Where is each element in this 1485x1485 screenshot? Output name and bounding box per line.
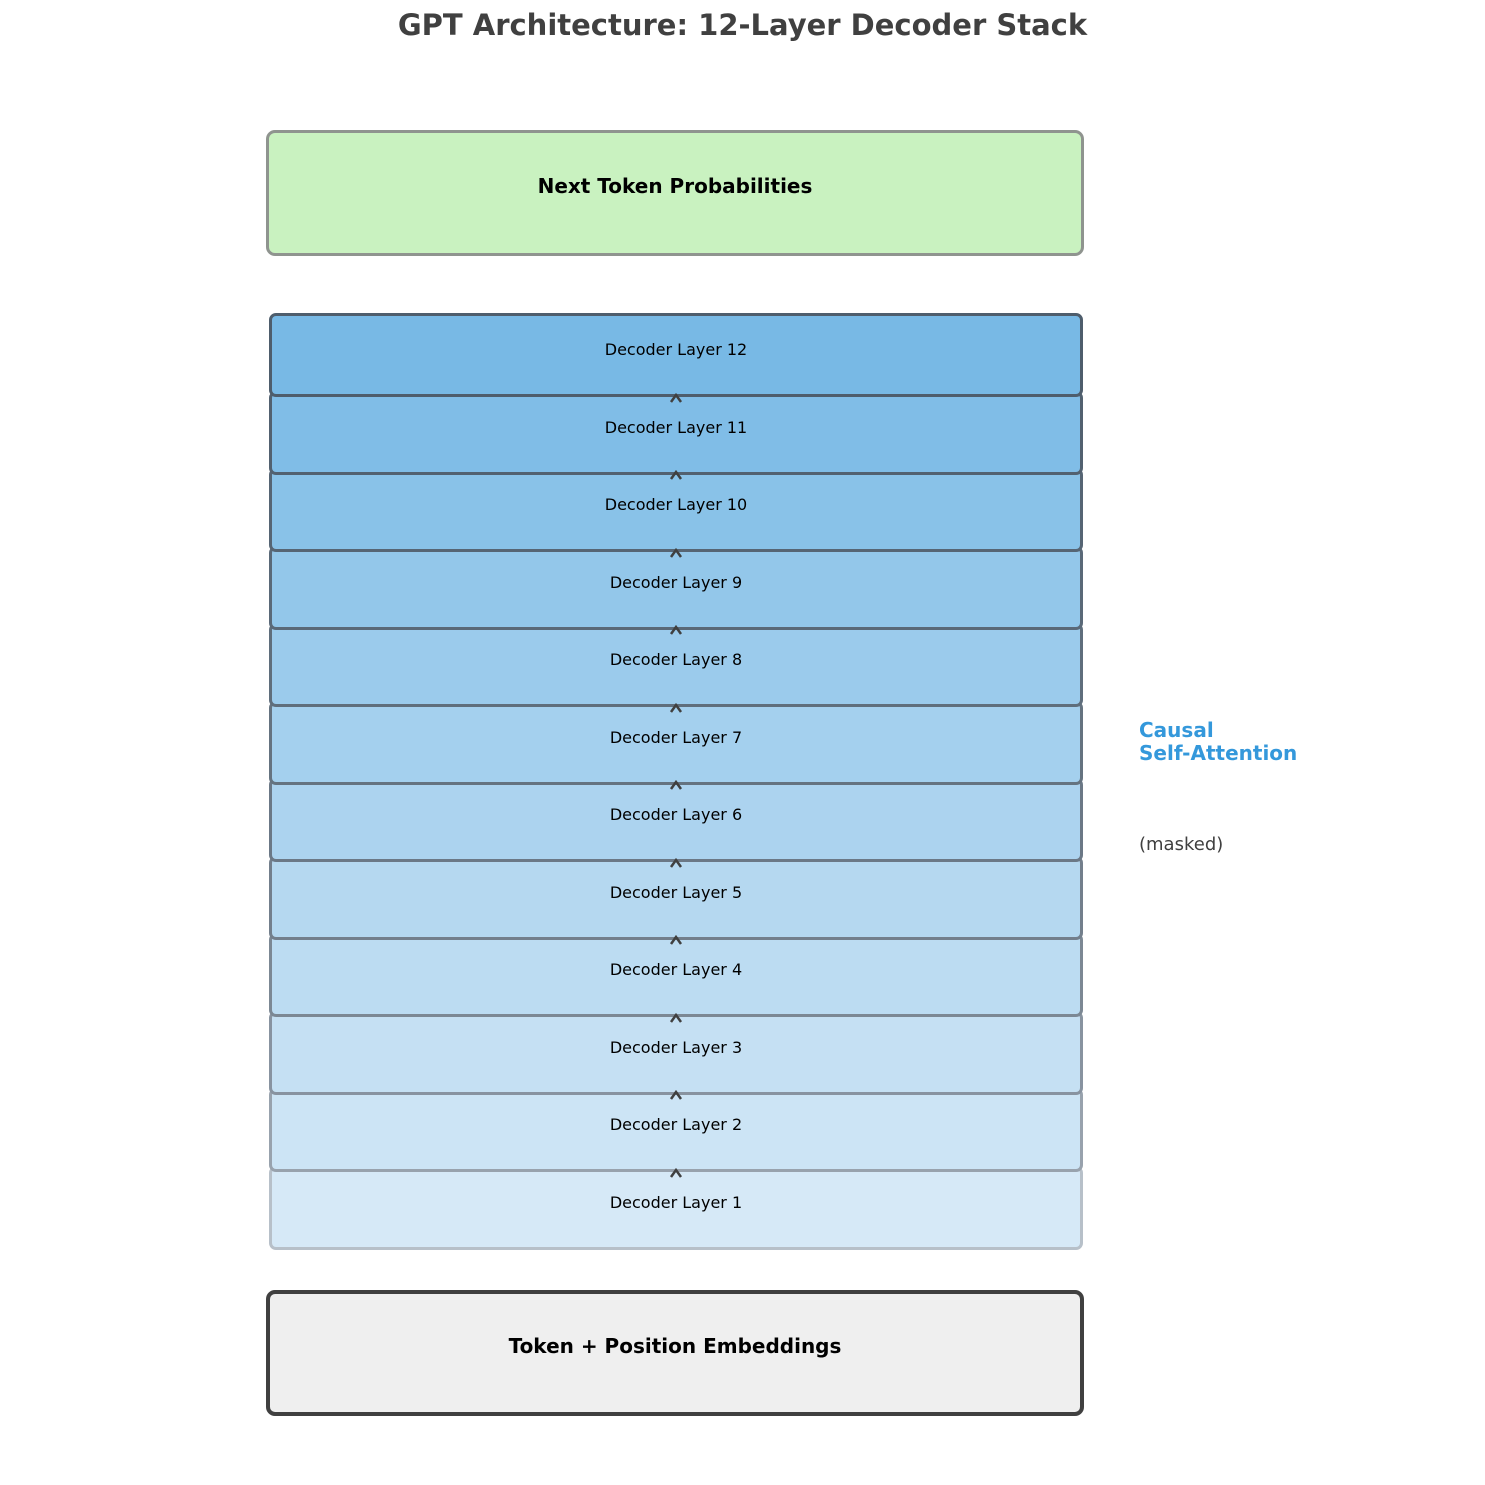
decoder-layer: Decoder Layer 4 xyxy=(269,933,1083,1017)
masked-annotation: (masked) xyxy=(1139,834,1224,855)
decoder-layer-label: Decoder Layer 9 xyxy=(609,572,743,592)
decoder-layer-label: Decoder Layer 12 xyxy=(604,340,748,359)
decoder-layer: Decoder Layer 6 xyxy=(269,778,1083,862)
decoder-layer: Decoder Layer 8 xyxy=(269,623,1083,707)
decoder-layer: Decoder Layer 12 xyxy=(269,313,1083,397)
decoder-layer-label: Decoder Layer 11 xyxy=(604,417,748,437)
token-position-embeddings-box: Token + Position Embeddings xyxy=(266,1290,1084,1416)
annotation-line-2: Self-Attention xyxy=(1139,741,1298,765)
diagram-title: GPT Architecture: 12-Layer Decoder Stack xyxy=(397,8,1088,42)
decoder-layer: Decoder Layer 2 xyxy=(269,1088,1083,1172)
decoder-layer-label: Decoder Layer 3 xyxy=(609,1037,743,1057)
decoder-layer: Decoder Layer 9 xyxy=(269,545,1083,630)
up-arrow-icon xyxy=(669,547,683,558)
up-arrow-icon xyxy=(669,1090,683,1100)
up-arrow-icon xyxy=(669,935,683,945)
output-box-label: Next Token Probabilities xyxy=(537,174,813,198)
decoder-layer: Decoder Layer 11 xyxy=(269,390,1083,475)
up-arrow-icon xyxy=(669,1167,683,1178)
decoder-layer: Decoder Layer 1 xyxy=(269,1165,1083,1250)
decoder-layer: Decoder Layer 5 xyxy=(269,855,1083,940)
decoder-layer: Decoder Layer 7 xyxy=(269,700,1083,785)
decoder-layer-label: Decoder Layer 5 xyxy=(609,882,743,902)
up-arrow-icon xyxy=(669,857,683,868)
decoder-layer: Decoder Layer 10 xyxy=(269,468,1083,552)
causal-self-attention-annotation: Causal Self-Attention xyxy=(1139,719,1297,765)
up-arrow-icon xyxy=(669,702,683,713)
input-box-label: Token + Position Embeddings xyxy=(508,1334,842,1358)
decoder-layer-label: Decoder Layer 2 xyxy=(609,1115,743,1134)
decoder-layer-label: Decoder Layer 8 xyxy=(609,650,743,669)
decoder-layer-label: Decoder Layer 7 xyxy=(609,727,743,747)
up-arrow-icon xyxy=(669,1012,683,1023)
decoder-layer-label: Decoder Layer 4 xyxy=(609,960,743,979)
decoder-layer-label: Decoder Layer 1 xyxy=(609,1192,743,1212)
up-arrow-icon xyxy=(669,625,683,635)
annotation-line-1: Causal xyxy=(1139,718,1214,742)
up-arrow-icon xyxy=(669,470,683,480)
up-arrow-icon xyxy=(669,392,683,403)
up-arrow-icon xyxy=(669,780,683,790)
decoder-layer: Decoder Layer 3 xyxy=(269,1010,1083,1095)
decoder-layer-label: Decoder Layer 6 xyxy=(609,805,743,824)
next-token-probabilities-box: Next Token Probabilities xyxy=(266,130,1084,256)
decoder-layer-label: Decoder Layer 10 xyxy=(604,495,748,514)
